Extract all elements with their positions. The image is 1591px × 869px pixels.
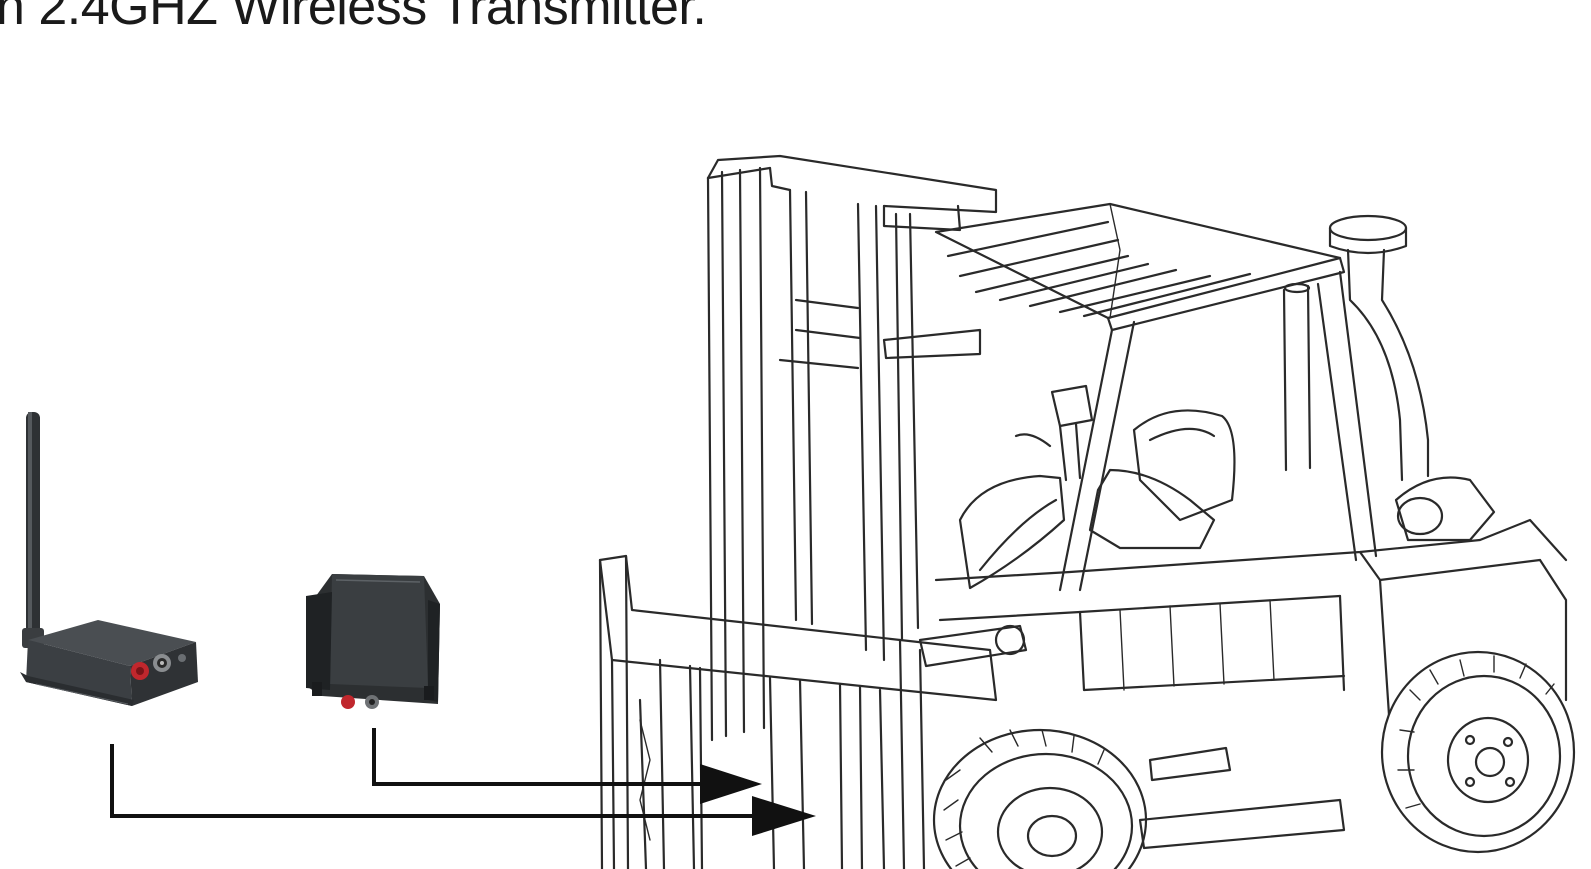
wireless-receiver-device xyxy=(20,412,198,706)
forklift-icon xyxy=(598,154,1576,869)
caption-text: n 2.4GHZ Wireless Transmitter. xyxy=(0,0,707,36)
arrow-transmitter-to-forklift xyxy=(372,728,762,804)
antenna-receiver-icon xyxy=(22,412,44,648)
arrow-receiver-to-forklift xyxy=(110,744,816,836)
transmitter-box-icon xyxy=(306,574,440,709)
